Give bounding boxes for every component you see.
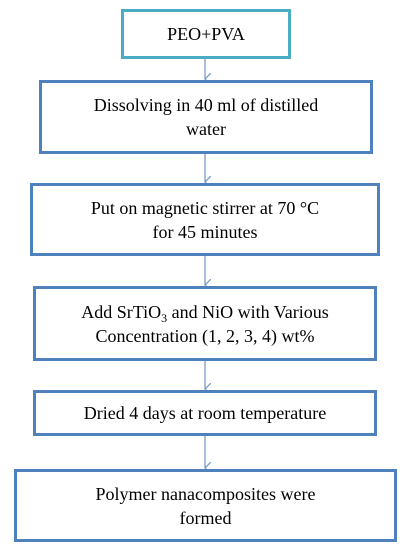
step-label-4: Add SrTiO3 and NiO with Various Concentr… bbox=[81, 300, 329, 348]
step-label-5: Dried 4 days at room temperature bbox=[83, 403, 327, 423]
step-label-1: PEO+PVA bbox=[167, 24, 245, 44]
step-box-add-srtio3-nio: Add SrTiO3 and NiO with Various Concentr… bbox=[33, 286, 377, 361]
step-label-4-post: and NiO with Various Concentration (1, 2… bbox=[95, 301, 329, 346]
step-label-6: Polymer nanacomposites were formed bbox=[95, 483, 316, 528]
step-box-nanocomposites-formed: Polymer nanacomposites were formed bbox=[14, 469, 397, 542]
step-box-dried: Dried 4 days at room temperature bbox=[33, 390, 377, 436]
step-label-4-subscript: 3 bbox=[161, 310, 168, 325]
step-label-3: Put on magnetic stirrer at 70 °C for 45 … bbox=[90, 197, 320, 242]
step-label-2: Dissolving in 40 ml of distilled water bbox=[93, 95, 319, 139]
step-box-magnetic-stirrer: Put on magnetic stirrer at 70 °C for 45 … bbox=[30, 183, 380, 256]
step-box-peo-pva: PEO+PVA bbox=[121, 9, 291, 59]
step-label-4-pre: Add SrTiO bbox=[81, 301, 162, 322]
step-box-dissolving: Dissolving in 40 ml of distilled water bbox=[39, 80, 373, 154]
